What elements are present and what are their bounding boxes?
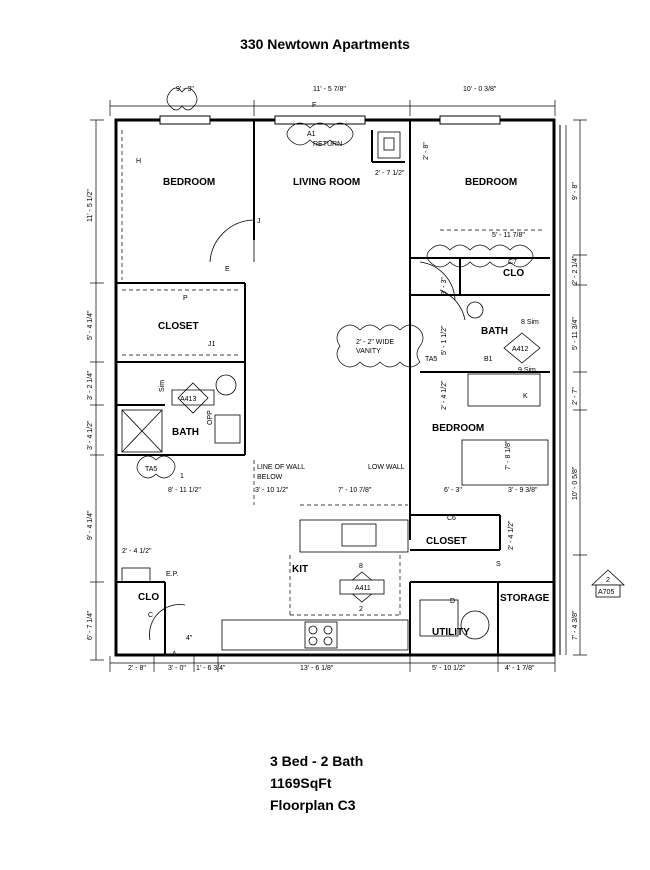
tag-a413: A413 — [180, 396, 196, 403]
plan-title: 330 Newtown Apartments — [240, 36, 410, 52]
note-vanity-1: 2' - 2" WIDE — [356, 339, 394, 346]
tag-section-num: 2 — [606, 577, 610, 584]
tag-a1: A1 — [307, 131, 316, 138]
tag-c7: C7 — [508, 259, 517, 266]
dim-top-1: 9' - 3" — [176, 86, 194, 93]
dim-bath1-w: 8' - 11 1/2" — [168, 487, 201, 494]
dim-right-2: 2' - 2 1/4" — [572, 255, 579, 285]
dim-left-5: 9' - 4 1/4" — [87, 510, 94, 540]
plan-info: 3 Bed - 2 Bath 1169SqFt Floorplan C3 — [270, 750, 363, 816]
room-label-storage: STORAGE — [500, 593, 550, 604]
note-low-wall: LOW WALL — [368, 464, 405, 471]
tag-kit-top: 8 — [359, 563, 363, 570]
revision-clouds — [136, 87, 534, 479]
dim-bottom-3: 1' - 6 3/4" — [196, 665, 226, 672]
dim-left-6: 6' - 7 1/4" — [87, 610, 94, 640]
room-label-clo-left: CLO — [138, 592, 159, 603]
tag-a412: A412 — [512, 346, 528, 353]
dim-door-4: 4" — [186, 635, 193, 642]
dim-top-2: 11' - 5 7/8" — [313, 86, 346, 93]
tag-ta5-b: TA5 — [145, 466, 157, 473]
tag-kit-bottom: 2 — [359, 606, 363, 613]
dim-return-w: 2' - 7 1/2" — [375, 170, 405, 177]
tag-a411: A411 — [355, 585, 371, 592]
dim-bottom-4: 13' - 6 1/8" — [300, 665, 334, 672]
tag-a705: A705 — [598, 589, 614, 596]
tag-diamonds — [171, 332, 541, 603]
room-label-kit: KIT — [292, 564, 308, 575]
dimension-lines — [90, 100, 587, 672]
room-label-bedroom-3: BEDROOM — [432, 423, 484, 434]
dim-bottom-2: 3' - 0" — [168, 665, 186, 672]
room-label-bedroom-1: BEDROOM — [163, 177, 215, 188]
tag-c: C — [148, 612, 153, 619]
dim-right-4: 2' - 7" — [572, 387, 579, 405]
fixtures — [121, 131, 549, 651]
dashed-lines — [121, 130, 545, 616]
dim-right-5: 10' - 0 5/8" — [572, 466, 579, 500]
note-return: RETURN — [313, 141, 342, 148]
note-line-wall-1: LINE OF WALL — [257, 464, 305, 471]
note-opp: OPP — [207, 410, 214, 425]
tag-e: E — [225, 266, 230, 273]
dim-bath2-h2: 5' - 1 1/2" — [441, 325, 448, 355]
note-ep: E.P. — [166, 571, 178, 578]
dim-bed3-w: 6' - 3" — [444, 487, 462, 494]
dim-left-3: 3' - 2 1/4" — [87, 370, 94, 400]
tag-b1: B1 — [484, 356, 493, 363]
dim-right-3: 5' - 11 3/4" — [572, 317, 579, 350]
tag-d: D — [450, 598, 455, 605]
plan-sqft: 1169SqFt — [270, 775, 332, 791]
dim-bottom-6: 4' - 1 7/8" — [505, 665, 535, 672]
room-label-bath-2: BATH — [481, 326, 508, 337]
dim-left-2: 5' - 4 1/4" — [87, 310, 94, 340]
note-vanity-2: VANITY — [356, 348, 381, 355]
dim-kit-2: 7' - 10 7/8" — [338, 487, 372, 494]
tag-c6: C6 — [447, 515, 456, 522]
dim-bath2-h3: 2' - 4 1/2" — [441, 380, 448, 410]
dim-top-3: 10' - 0 3/8" — [463, 86, 497, 93]
plan-name: Floorplan C3 — [270, 797, 356, 813]
dim-right-6: 7' - 4 3/8" — [572, 610, 579, 640]
note-sim-3: Sim — [159, 380, 166, 392]
tag-j1: J1 — [208, 341, 216, 348]
note-sim-1: 8 Sim — [521, 319, 539, 326]
tag-h: H — [136, 158, 141, 165]
dim-right-1: 9' - 8" — [572, 182, 579, 200]
note-sim-2: 9 Sim — [518, 367, 536, 374]
dim-kit-1: 3' - 10 1/2" — [255, 487, 289, 494]
plan-bedbath: 3 Bed - 2 Bath — [270, 753, 364, 769]
room-label-bath-1: BATH — [172, 427, 199, 438]
tag-s: S — [496, 561, 501, 568]
room-label-utility: UTILITY — [432, 627, 470, 638]
tag-k: K — [523, 393, 528, 400]
tag-j: J — [257, 218, 261, 225]
dim-bottom-1: 2' - 8" — [128, 665, 146, 672]
dim-clo-w: 5' - 11 7/8" — [492, 232, 525, 239]
dim-closet2-h: 2' - 4 1/2" — [508, 520, 515, 550]
dim-bath2-h: 3' - 3" — [441, 277, 448, 295]
tag-f: F — [312, 102, 316, 109]
room-label-closet-1: CLOSET — [158, 321, 199, 332]
floor-plan: BEDROOM LIVING ROOM BEDROOM CLOSET BATH … — [87, 86, 626, 672]
dim-return-h: 2' - 8" — [423, 142, 430, 160]
section-mark — [590, 569, 626, 598]
room-label-living-room: LIVING ROOM — [293, 177, 360, 188]
note-line-wall-2: BELOW — [257, 474, 283, 481]
dim-bottom-5: 5' - 10 1/2" — [432, 665, 466, 672]
tag-p: P — [183, 295, 188, 302]
tag-ta5-a: TA5 — [425, 356, 437, 363]
tag-a: A — [172, 651, 177, 658]
interior-walls — [116, 120, 554, 655]
room-label-closet-2: CLOSET — [426, 536, 467, 547]
room-label-clo-right: CLO — [503, 268, 524, 279]
dim-left-1: 11' - 5 1/2" — [87, 189, 94, 222]
dim-bed3-h: 7' - 8 1/8" — [505, 440, 512, 470]
room-label-bedroom-2: BEDROOM — [465, 177, 517, 188]
dim-bed3-w2: 3' - 9 3/8" — [508, 487, 538, 494]
exterior-walls — [114, 115, 567, 657]
dim-clo-left-w: 2' - 4 1/2" — [122, 548, 152, 555]
dim-left-4: 3' - 4 1/2" — [87, 420, 94, 450]
tag-one: 1 — [180, 473, 184, 480]
